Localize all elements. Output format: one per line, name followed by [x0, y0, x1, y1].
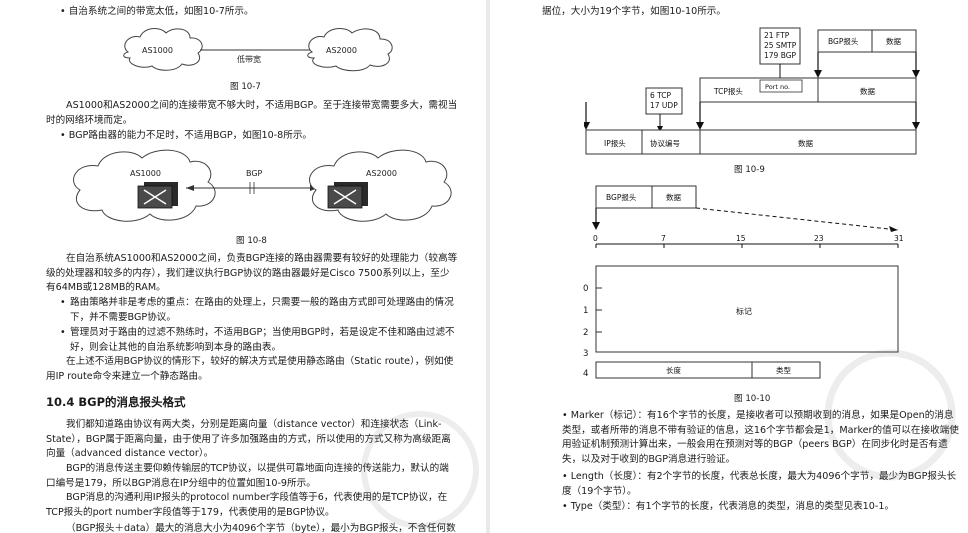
marker-field	[595, 265, 899, 353]
bullet-routing-policy: • 路由策略并非是考虑的重点：在路由的处理上，只需要一般的路由方式即可处理路由的…	[60, 296, 460, 325]
bullet-dot: •	[60, 327, 66, 338]
router-icon-left	[137, 182, 178, 209]
continuation-line: 据位，大小为19个字节，如图10-10所示。	[542, 6, 726, 17]
row-3: 3	[583, 349, 589, 359]
as2000-large-label: AS2000	[366, 169, 397, 178]
bgp-link-label: BGP	[246, 169, 263, 178]
bullet-admin-filter: • 管理员对于路由的过滤不熟练时，不适用BGP；当使用BGP时，若是设定不佳和路…	[60, 326, 460, 355]
port-smtp: 25 SMTP	[764, 41, 797, 50]
bit-15: 15	[736, 234, 746, 243]
router-icon-right	[327, 182, 368, 209]
bgp-data-label: 数据	[886, 36, 901, 46]
proto-tcp: 6 TCP	[650, 91, 672, 100]
left-page: • 自治系统之间的带宽太低，如图10-7所示。 AS1000 低带宽 AS200…	[0, 0, 486, 533]
section-title-10-4: 10.4 BGP的消息报头格式	[46, 395, 186, 409]
port-no-field	[759, 79, 803, 93]
row-2: 2	[583, 328, 589, 338]
paragraph-message-size: （BGP报头＋data）最大的消息大小为4096个字节（byte），最小为BGP…	[66, 523, 456, 533]
marker-label: 标记	[736, 306, 752, 316]
tcp-data-label: 数据	[860, 86, 875, 96]
desc-length: • Length（长度）：有2个字节的长度，代表总长度，最大为4096个字节，最…	[562, 471, 957, 497]
bgp-data-box-10	[651, 185, 697, 209]
caption-10-8: 图 10-8	[236, 236, 267, 246]
bullet-routing-policy-text: 路由策略并非是考虑的重点：在路由的处理上，只需要一般的路由方式即可处理路由的情况…	[70, 297, 454, 323]
type-label: 类型	[776, 365, 791, 375]
paragraph-protocol-types: 我们都知道路由协议有两大类，分别是距离向量（distance vector）和连…	[46, 419, 451, 460]
type-field	[751, 361, 821, 379]
figure-10-8: AS1000 BGP AS2000	[73, 149, 452, 222]
bit-23: 23	[814, 234, 824, 243]
ip-data-label: 数据	[798, 138, 813, 148]
caption-10-7: 图 10-7	[230, 82, 261, 92]
bit-ticks	[595, 244, 899, 248]
bgp-header-label-10: BGP报头	[606, 192, 637, 202]
paragraph-bandwidth: AS1000和AS2000之间的连接带宽不够大时，不适用BGP。至于连接带宽需要…	[46, 100, 458, 126]
low-bandwidth-label: 低带宽	[237, 54, 261, 64]
bgp-data-box	[871, 29, 917, 53]
row-0: 0	[583, 284, 589, 294]
bit-31: 31	[894, 234, 904, 243]
port-ftp: 21 FTP	[764, 31, 790, 40]
caption-10-10: 图 10-10	[734, 394, 771, 404]
bullet-dot: •	[60, 297, 66, 308]
row-1: 1	[583, 306, 589, 316]
bgp-header-label: BGP报头	[828, 36, 859, 46]
bullet-router-capacity: • BGP路由器的能力不足时，不适用BGP，如图10-8所示。	[60, 130, 313, 141]
figure-10-9: 21 FTP 25 SMTP 179 BGP BGP报头 数据 6 TCP 17…	[584, 27, 920, 155]
bullet-admin-filter-text: 管理员对于路由的过滤不熟练时，不适用BGP；当使用BGP时，若是设定不佳和路由过…	[70, 327, 455, 353]
port-no-label: Port no.	[765, 83, 790, 91]
row-ticks	[596, 287, 602, 333]
bgp-data-label-10: 数据	[666, 192, 681, 202]
tcp-header-label: TCP报头	[713, 86, 743, 96]
as1000-label: AS1000	[142, 46, 173, 55]
cloud-as1000	[123, 28, 203, 71]
proto-udp: 17 UDP	[650, 101, 678, 110]
paragraph-static-route: 在上述不适用BGP协议的情形下，较好的解决方式是使用静态路由（Static ro…	[46, 356, 454, 382]
paragraph-protocol-number: BGP消息的沟通利用IP报头的protocol number字段值等于6，代表使…	[46, 492, 448, 518]
port-list-box	[759, 27, 801, 65]
bit-7: 7	[661, 234, 666, 243]
right-page: 据位，大小为19个字节，如图10-10所示。 21 FTP 25 SMTP 17…	[490, 0, 968, 533]
bit-0: 0	[593, 234, 598, 243]
as2000-label: AS2000	[326, 46, 357, 55]
paragraph-tcp-transport: BGP的消息传送主要仰赖传输层的TCP协议，以提供可靠地面向连接的传送能力，默认…	[46, 463, 449, 489]
as1000-large-label: AS1000	[130, 169, 161, 178]
figure-10-7: AS1000 低带宽 AS2000	[123, 28, 393, 72]
desc-marker: • Marker（标记）：有16个字节的长度，是接收者可以预期收到的消息，如果是…	[562, 410, 959, 465]
ip-header-label: IP报头	[604, 138, 626, 148]
watermark-stamp-right	[824, 349, 956, 481]
paragraph-router-requirement: 在自治系统AS1000和AS2000之间，负责BGP连接的路由器需要有较好的处理…	[46, 253, 458, 294]
ip-data-box	[699, 129, 917, 155]
port-bgp: 179 BGP	[764, 51, 797, 60]
bullet-bandwidth: • 自治系统之间的带宽太低，如图10-7所示。	[60, 6, 254, 17]
caption-10-9: 图 10-9	[734, 165, 765, 175]
tcp-data-box	[817, 77, 917, 103]
length-label: 长度	[666, 365, 681, 375]
desc-type: • Type（类型）：有1个字节的长度，代表消息的类型，消息的类型见表10-1。	[562, 501, 895, 512]
figure-10-10: BGP报头 数据 0 7 15 23 31 标记 长度	[592, 185, 904, 379]
proto-list-box	[645, 87, 683, 115]
cloud-as2000	[307, 28, 393, 72]
watermark-stamp	[361, 411, 479, 529]
row-4: 4	[583, 369, 589, 379]
protocol-number-label: 协议编号	[650, 138, 680, 148]
